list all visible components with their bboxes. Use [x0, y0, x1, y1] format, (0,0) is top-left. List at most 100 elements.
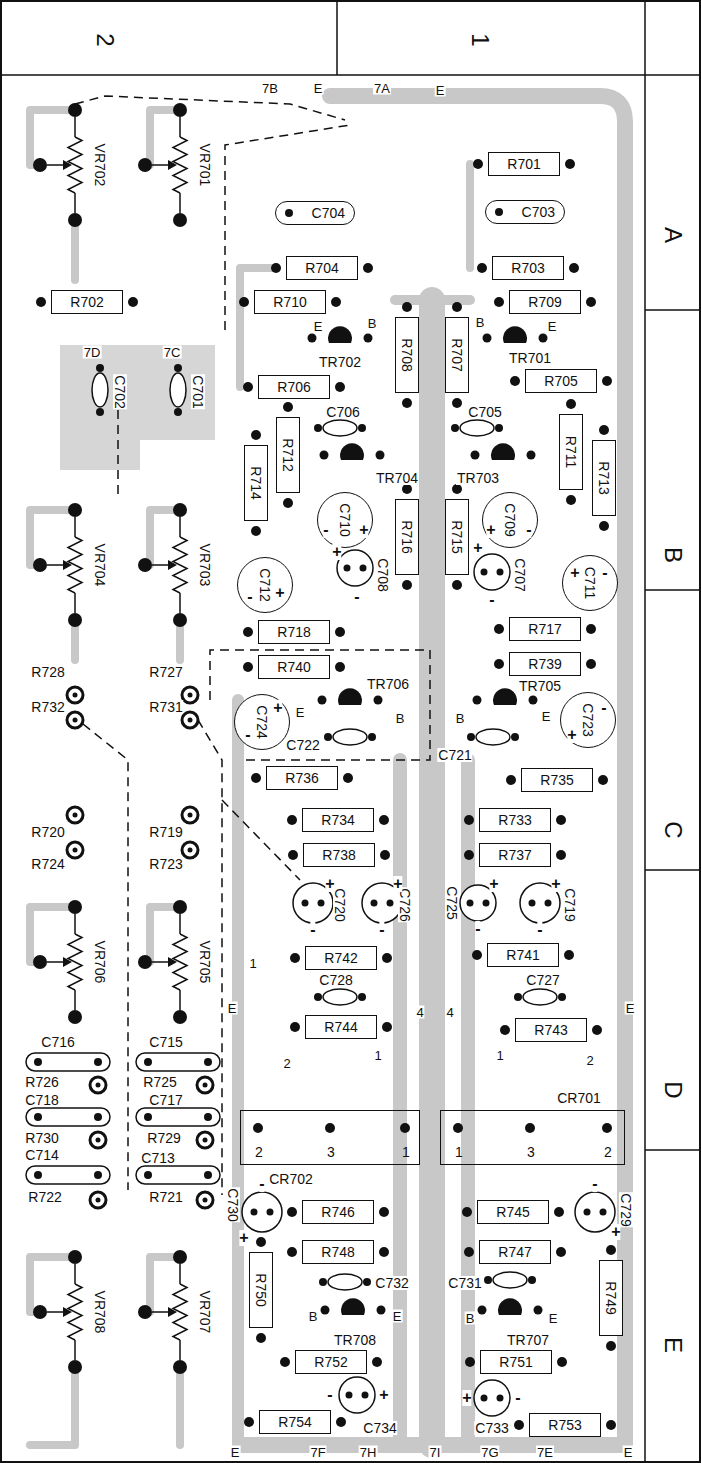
transistors — [308, 326, 548, 1315]
part-label: R752 — [314, 1355, 347, 1369]
part-label: VR708 — [93, 1290, 107, 1335]
polarity-mark: + — [489, 876, 498, 892]
transistor-pin: E — [392, 1310, 403, 1323]
variable-resistor-symbol — [33, 900, 82, 1024]
polarity-mark: - — [245, 727, 250, 743]
solder-pad — [566, 495, 576, 505]
capacitor-symbol — [136, 1108, 220, 1126]
resistor-body: R745 — [477, 1200, 549, 1224]
connection-label: 7E — [536, 1446, 554, 1459]
part-label: R717 — [528, 622, 561, 636]
pin-number: 3 — [527, 1145, 535, 1159]
solder-pad — [462, 1207, 472, 1217]
connection-label: E — [227, 1002, 238, 1015]
copper-trace — [30, 1257, 75, 1312]
capacitor-body: C704 — [275, 201, 355, 225]
part-label: R728 — [30, 665, 65, 679]
capacitor-symbol — [26, 1166, 110, 1184]
resistor-body: R747 — [479, 1240, 551, 1264]
resistor-body: R753 — [529, 1413, 601, 1437]
part-label: R725 — [142, 1075, 177, 1089]
resistor-body: R741 — [487, 943, 559, 967]
solder-pad — [253, 1123, 263, 1133]
solder-pad — [243, 382, 253, 392]
transistor-pin: E — [313, 320, 324, 333]
polarity-mark: + — [273, 700, 282, 716]
transistor-symbol — [478, 1298, 543, 1315]
part-label: C733 — [474, 1421, 509, 1435]
part-label: C701 — [191, 374, 205, 409]
solder-pad — [494, 659, 504, 669]
transistor-symbol — [471, 443, 536, 460]
polarity-mark: + — [239, 1230, 248, 1246]
part-label: C728 — [318, 973, 353, 987]
resistor-body: R735 — [521, 768, 593, 792]
solder-pad — [557, 1357, 567, 1367]
part-label: R751 — [499, 1355, 532, 1369]
part-label: R729 — [146, 1131, 181, 1145]
solder-pad — [494, 624, 504, 634]
connection-label: E — [230, 1446, 241, 1459]
part-label: C730 — [226, 1187, 240, 1222]
copper-trace — [466, 164, 474, 268]
resistor-body: R742 — [305, 946, 377, 970]
solder-pad — [452, 484, 462, 494]
grid-reference: A — [661, 226, 685, 244]
solder-pad — [243, 627, 253, 637]
solder-pad — [287, 1207, 297, 1217]
copper-trace — [176, 1367, 184, 1445]
polarity-mark: - — [602, 565, 607, 581]
part-label: R704 — [305, 261, 338, 275]
part-label: TR708 — [333, 1333, 377, 1347]
part-label: R722 — [27, 1190, 62, 1204]
part-label: R738 — [322, 848, 355, 862]
grid-reference: C — [661, 820, 685, 839]
solder-pad — [290, 1022, 300, 1032]
solder-pad — [599, 425, 609, 435]
solder-pad — [285, 209, 293, 217]
solder-pad — [586, 297, 596, 307]
solder-pad — [586, 659, 596, 669]
part-label: C703 — [522, 205, 555, 219]
part-label: CR701 — [557, 1091, 601, 1105]
capacitor-symbol — [136, 1053, 220, 1071]
transistor-pin: E — [295, 706, 306, 719]
part-label: R735 — [540, 773, 573, 787]
part-label: C714 — [24, 1148, 59, 1162]
solder-pad — [473, 159, 483, 169]
capacitor-symbol — [170, 364, 186, 416]
variable-resistor-symbol — [33, 1250, 82, 1374]
solder-pad — [606, 1420, 616, 1430]
part-label: C732 — [374, 1276, 409, 1290]
capacitor-symbol — [514, 989, 566, 1005]
solder-pad — [465, 1357, 475, 1367]
ring-pad — [182, 842, 198, 858]
part-label: R742 — [324, 951, 357, 965]
connection-label: 7H — [359, 1446, 378, 1459]
transistor-pin: E — [541, 710, 552, 723]
copper-trace — [30, 1367, 75, 1445]
part-label: VR701 — [198, 143, 212, 188]
resistor-body: R738 — [303, 843, 375, 867]
part-label: R730 — [24, 1131, 59, 1145]
solder-pad — [564, 950, 574, 960]
polarity-mark: + — [325, 876, 334, 892]
capacitor-symbol — [26, 1108, 110, 1126]
part-label: R701 — [507, 157, 540, 171]
solder-pad — [335, 382, 345, 392]
solder-pad — [382, 1022, 392, 1032]
capacitor-symbol — [451, 420, 503, 436]
polarity-mark: + — [359, 522, 368, 538]
part-label: R731 — [148, 700, 183, 714]
resistor-body: R707 — [445, 317, 469, 393]
resistor-body: R744 — [305, 1015, 377, 1039]
part-label: C705 — [467, 405, 502, 419]
solder-pad — [599, 521, 609, 531]
solder-pad — [251, 430, 261, 440]
solder-pad — [514, 1420, 524, 1430]
resistor-body: R710 — [254, 290, 326, 314]
polarity-mark: - — [515, 1390, 520, 1406]
solder-pad — [36, 297, 46, 307]
connection-label: 7B — [261, 82, 279, 95]
